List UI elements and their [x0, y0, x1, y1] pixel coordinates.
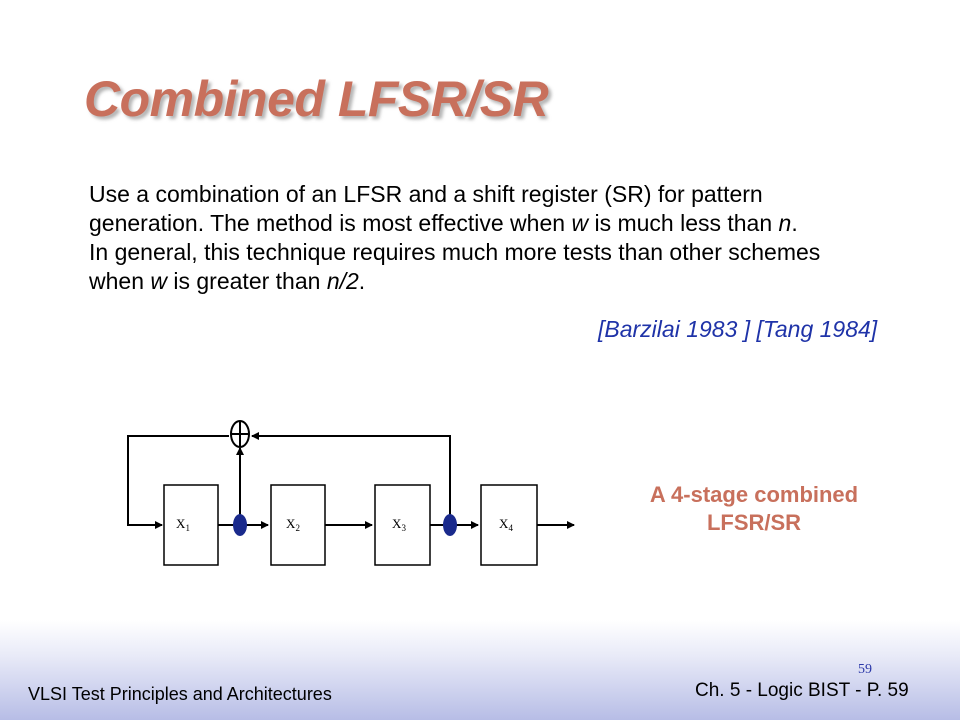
- register-x2: X2: [270, 484, 326, 566]
- slide-number: 59: [858, 662, 872, 677]
- tap-wire-x3: [251, 432, 451, 525]
- body-line: Use a combination of an LFSR and a shift…: [89, 181, 763, 207]
- variable-w: w: [150, 268, 167, 294]
- body-line: In general, this technique requires much…: [89, 239, 821, 265]
- footer-band: [0, 620, 960, 720]
- body-line: when w is greater than n/2.: [89, 267, 949, 296]
- variable-w: w: [571, 210, 589, 236]
- caption-line: LFSR/SR: [706, 510, 802, 535]
- variable-n: n: [778, 210, 792, 236]
- body-text-run: .: [791, 210, 798, 236]
- citation: [Barzilai 1983 ] [Tang 1984]: [598, 316, 878, 342]
- register-label: X2: [286, 516, 300, 533]
- feedback-wire: [127, 435, 229, 529]
- body-text-run: is much less than: [588, 210, 779, 236]
- register-label: X3: [392, 516, 406, 533]
- body-text-run: .: [358, 268, 366, 294]
- body-text-run: is greater than: [167, 268, 327, 294]
- footer-course-title: VLSI Test Principles and Architectures: [28, 684, 332, 704]
- body-paragraph: Use a combination of an LFSR and a shift…: [89, 180, 949, 296]
- tap-dot: [443, 514, 457, 536]
- register-x1: X1: [163, 484, 219, 566]
- caption-line: A 4-stage combined: [649, 482, 859, 507]
- body-line: generation. The method is most effective…: [89, 209, 949, 238]
- register-x3: X3: [374, 484, 431, 566]
- footer-chapter-page: Ch. 5 - Logic BIST - P. 59: [695, 680, 909, 701]
- body-text-run: when: [89, 268, 151, 294]
- tap-dot: [233, 514, 247, 536]
- register-x4: X4: [480, 484, 538, 566]
- diagram-caption: A 4-stage combined LFSR/SR: [612, 481, 896, 537]
- variable-n-half: n/2: [326, 268, 359, 294]
- xor-gate: [230, 420, 250, 448]
- register-label: X1: [176, 516, 190, 533]
- slide-title: Combined LFSR/SR: [84, 71, 549, 127]
- body-text-run: generation. The method is most effective…: [89, 210, 572, 236]
- register-label: X4: [499, 516, 513, 533]
